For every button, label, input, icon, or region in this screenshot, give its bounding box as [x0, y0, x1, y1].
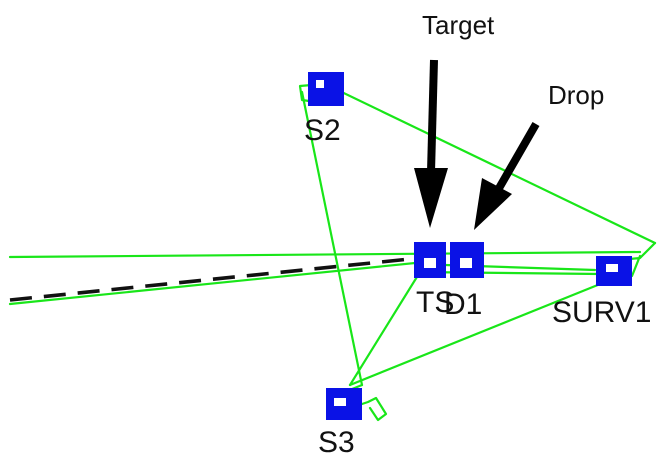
target-arrow — [414, 59, 448, 228]
path-s2-to-s3 — [300, 90, 364, 387]
path-s2-to-surv1 — [323, 82, 657, 245]
path-s3-return — [348, 270, 422, 387]
waypoint-s3-label: S3 — [318, 426, 355, 459]
waypoint-surv1-marker — [596, 256, 632, 286]
waypoint-s2-label: S2 — [304, 114, 341, 147]
target-annotation-label: Target — [422, 10, 495, 40]
waypoint-s3-marker — [326, 388, 362, 420]
drop-arrow — [474, 122, 540, 230]
path-left-lower — [8, 260, 427, 306]
drop-annotation-label: Drop — [548, 80, 604, 110]
waypoint-ts-label: TS — [416, 286, 454, 319]
path-surv1-to-s3 — [348, 274, 622, 387]
waypoint-ts-marker — [414, 242, 446, 278]
path-left-upper — [8, 250, 642, 259]
waypoint-d1-label: D1 — [444, 288, 482, 321]
waypoint-d1-marker — [450, 242, 484, 278]
waypoint-s2-marker — [308, 72, 344, 106]
dashed-track — [9, 256, 421, 302]
waypoint-surv1-label: SURV1 — [552, 296, 652, 329]
